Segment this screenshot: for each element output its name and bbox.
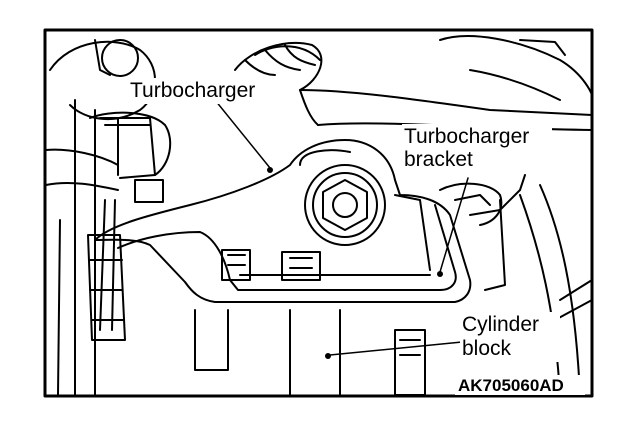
leader-turbocharger — [214, 99, 271, 169]
hex-bolt — [304, 164, 386, 246]
figure-border — [43, 28, 594, 398]
hose-boot — [234, 41, 323, 91]
label-turbocharger-bracket-line2: bracket — [404, 148, 473, 171]
leader-cylinder-block — [329, 341, 463, 356]
bolt-head-left — [221, 249, 251, 281]
turbocharger-bracket — [94, 139, 472, 303]
label-cylinder-block-line1: Cylinder — [462, 313, 540, 336]
label-cylinder-block-line2: block — [462, 337, 512, 360]
bolt-head-center — [281, 251, 321, 281]
leader-bracket — [439, 177, 469, 273]
cylinder-block — [194, 309, 229, 371]
label-turbocharger-bracket-line1: Turbocharger — [404, 125, 530, 148]
figure-code: AK705060AD — [458, 376, 564, 395]
label-turbocharger: Turbocharger — [130, 79, 256, 102]
